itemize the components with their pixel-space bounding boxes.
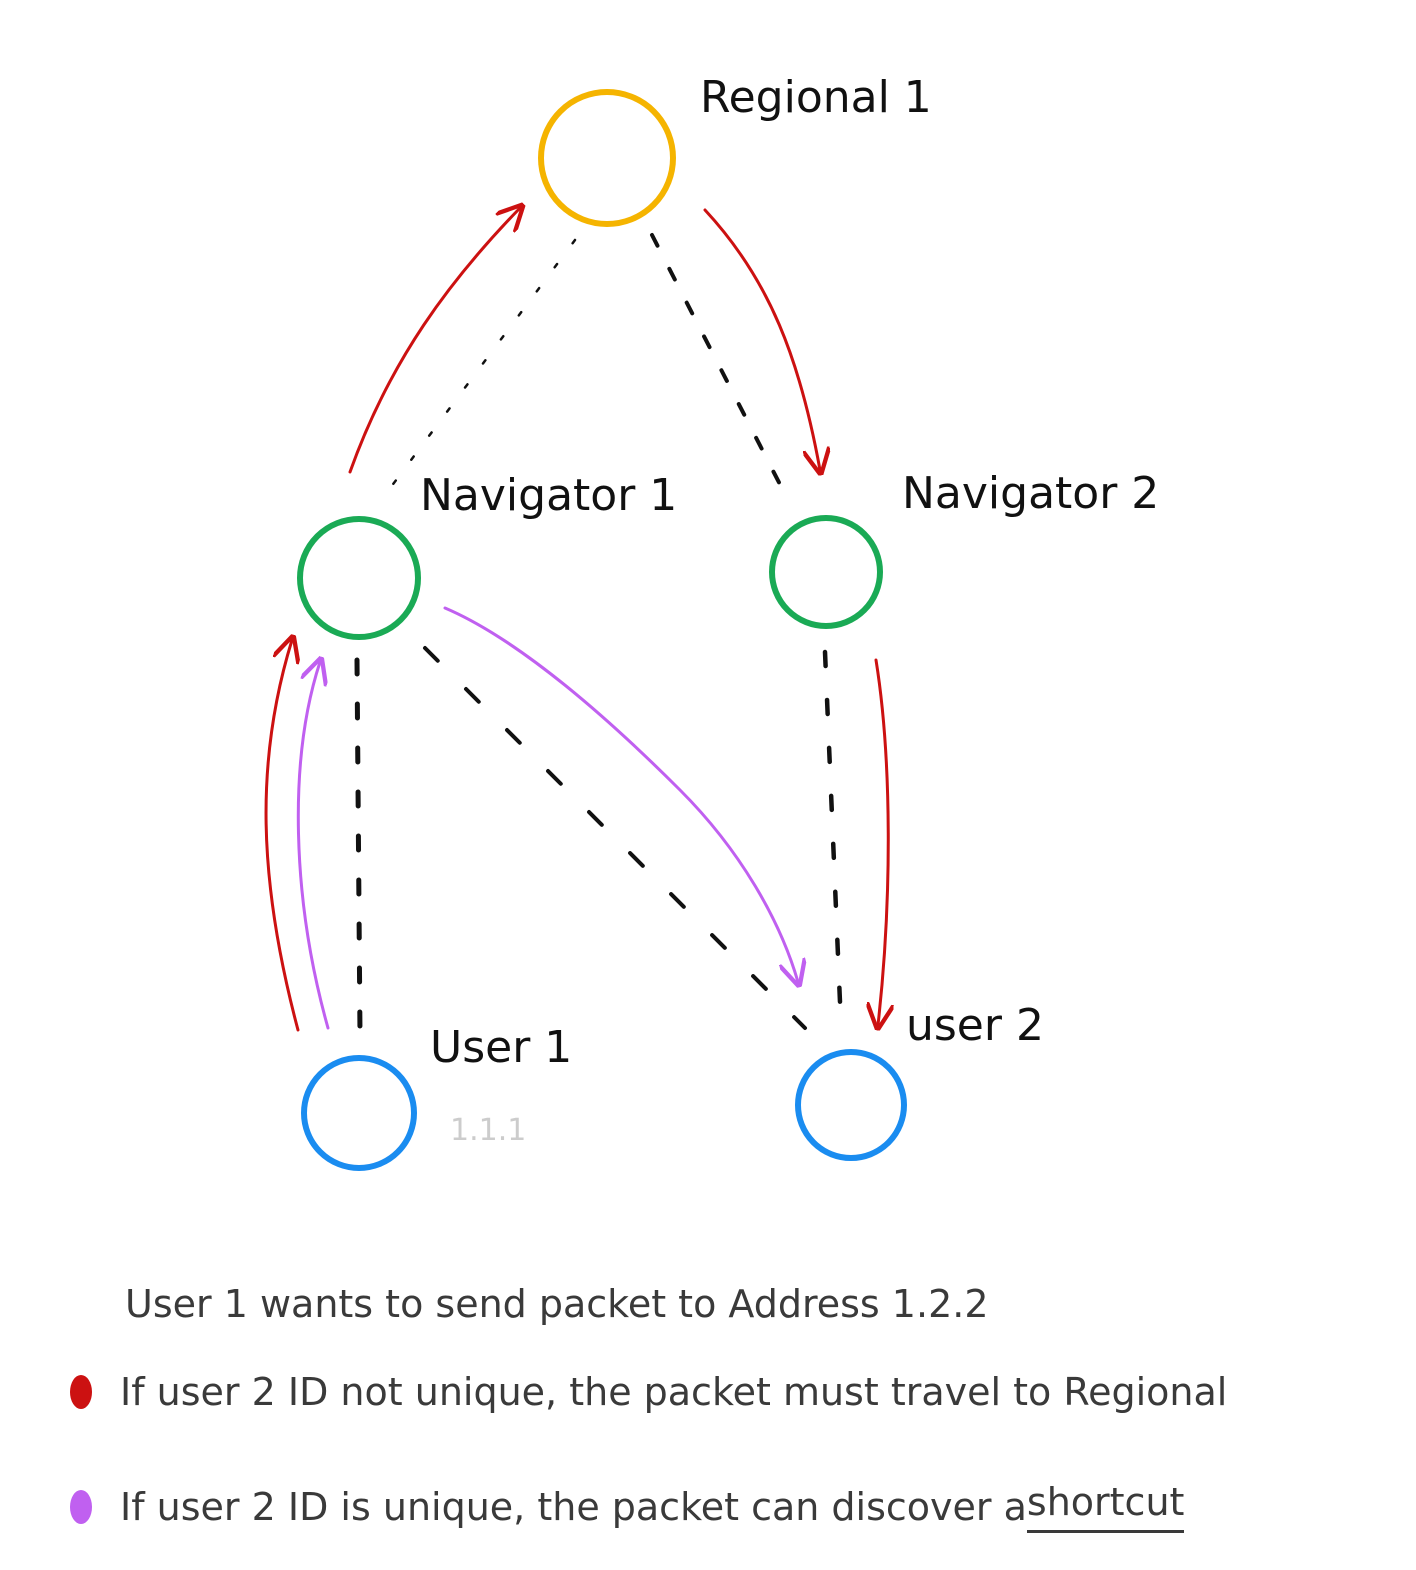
note-title: User 1 wants to send packet to Address 1… — [125, 1282, 989, 1326]
label-regional-1: Regional 1 — [700, 72, 932, 123]
label-user-1: User 1 — [430, 1022, 572, 1073]
node-regional-1 — [538, 89, 676, 227]
note-purple-text: If user 2 ID is unique, the packet can d… — [120, 1484, 1027, 1529]
node-user-2 — [795, 1049, 907, 1161]
link-navigator2-user2 — [822, 649, 843, 1005]
red-arrow-user1-navigator1 — [264, 640, 298, 1032]
note-purple-path: If user 2 ID is unique, the packet can d… — [70, 1480, 1185, 1533]
label-user-2: user 2 — [906, 1000, 1044, 1051]
red-arrow-regional1-navigator2 — [703, 208, 820, 470]
node-navigator-1 — [297, 516, 421, 640]
red-arrow-navigator1-regional1 — [348, 208, 520, 474]
note-red-path: If user 2 ID not unique, the packet must… — [70, 1370, 1227, 1414]
purple-arrow-navigator1-user2 — [443, 606, 798, 982]
link-navigator1-user2 — [423, 646, 807, 1030]
purple-bullet-icon — [70, 1489, 92, 1524]
note-red-text: If user 2 ID not unique, the packet must… — [120, 1370, 1228, 1414]
red-path — [264, 208, 888, 1032]
red-bullet-icon — [70, 1375, 92, 1409]
node-navigator-2 — [769, 515, 883, 629]
purple-arrow-user1-navigator1 — [296, 662, 330, 1030]
label-navigator-1: Navigator 1 — [420, 470, 677, 521]
link-regional1-navigator1 — [383, 238, 577, 497]
label-navigator-2: Navigator 2 — [902, 468, 1159, 519]
label-user-1-address: 1.1.1 — [450, 1113, 526, 1148]
red-arrow-navigator2-user2 — [876, 658, 888, 1025]
note-shortcut-emphasis: shortcut — [1026, 1480, 1185, 1533]
purple-path — [296, 606, 798, 1030]
link-regional1-navigator2 — [650, 233, 790, 502]
links — [354, 233, 843, 1038]
nodes — [297, 89, 907, 1171]
node-user-1 — [301, 1055, 417, 1171]
link-navigator1-user1 — [354, 657, 363, 1038]
